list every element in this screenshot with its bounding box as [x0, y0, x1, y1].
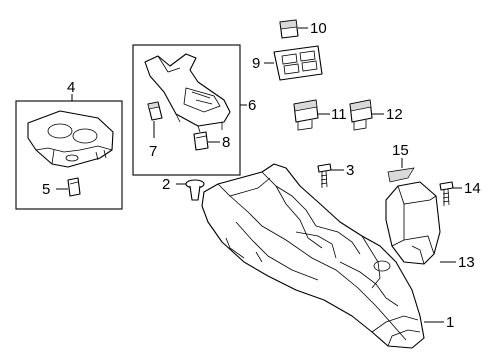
part-9-switch-panel [273, 45, 323, 81]
part-2-push-clip [185, 179, 205, 201]
part-10-switch [279, 19, 299, 39]
callout-6: 6 [248, 97, 256, 114]
callout-3: 3 [346, 162, 354, 179]
part-12-switch [349, 99, 373, 131]
callout-5: 5 [42, 181, 50, 198]
part-13-rear-console [385, 181, 441, 265]
group-box-6 [132, 44, 241, 176]
part-6-console-upper-panel [144, 53, 231, 133]
callout-14: 14 [464, 180, 481, 197]
callout-2: 2 [162, 176, 170, 193]
part-15-pad [387, 167, 415, 183]
callout-11: 11 [331, 106, 347, 123]
callout-9: 9 [252, 55, 260, 72]
part-8-clip [193, 131, 209, 151]
callout-4: 4 [67, 79, 75, 96]
group-box-4 [15, 100, 123, 210]
callout-8: 8 [222, 134, 230, 151]
part-3-screw [317, 163, 332, 188]
part-5-clip [67, 177, 81, 197]
part-11-switch [293, 99, 319, 131]
callout-10: 10 [310, 20, 327, 37]
part-14-bolt [439, 181, 454, 206]
callout-13: 13 [458, 254, 475, 271]
callout-7: 7 [149, 143, 157, 160]
callout-1: 1 [446, 314, 454, 331]
part-1-center-console [201, 163, 425, 349]
part-7-plug [147, 101, 163, 121]
part-4-cup-holder-bezel [27, 110, 114, 168]
callout-15: 15 [392, 142, 409, 159]
callout-12: 12 [386, 106, 403, 123]
